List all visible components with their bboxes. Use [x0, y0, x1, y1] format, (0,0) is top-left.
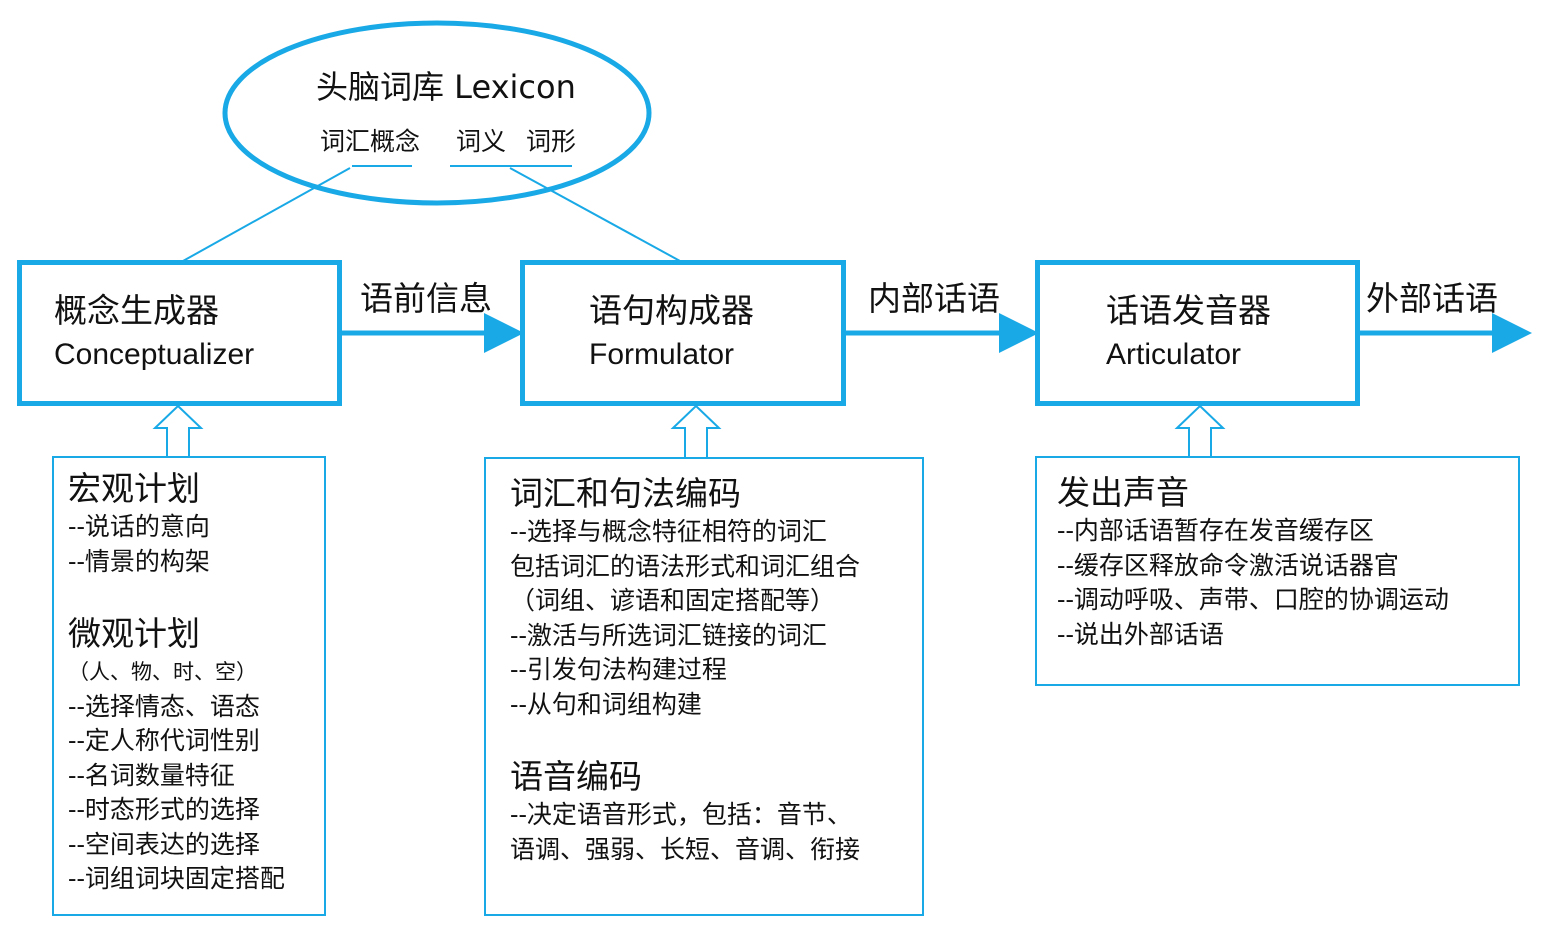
articulator-box: 话语发音器 Articulator [1035, 260, 1360, 406]
hollow-up-arrow-articulator [1174, 404, 1226, 456]
stage-zh-label: 概念生成器 [54, 291, 219, 330]
detail-line: --时态形式的选择 [68, 795, 260, 824]
lexicon-item-form: 词形 [526, 127, 577, 156]
lexicon-to-formulator-line [509, 167, 681, 262]
stage-zh-label: 话语发音器 [1106, 291, 1271, 330]
hollow-up-arrow-conceptualizer [152, 404, 204, 456]
conceptualizer-detail-box: 宏观计划 --说话的意向 --情景的构架 微观计划 （人、物、时、空） --选择… [52, 456, 326, 916]
phonological-encoding-heading: 语音编码 [510, 757, 642, 796]
detail-line: --内部话语暂存在发音缓存区 [1057, 516, 1374, 545]
detail-line: --说话的意向 [68, 512, 210, 541]
detail-line: --词组词块固定搭配 [68, 864, 285, 893]
detail-line: --定人称代词性别 [68, 726, 260, 755]
detail-line: --情景的构架 [68, 546, 210, 576]
micro-planning-heading: 微观计划 [68, 614, 200, 653]
sound-production-heading: 发出声音 [1057, 473, 1189, 512]
lexicon-title: 头脑词库 Lexicon [316, 68, 576, 106]
detail-line: （词组、谚语和固定搭配等） [510, 586, 836, 615]
stage-en-label: Conceptualizer [54, 338, 255, 371]
detail-line: 语调、强弱、长短、音调、衔接 [510, 834, 861, 864]
detail-line: --名词数量特征 [68, 760, 235, 790]
stage-en-label: Articulator [1106, 338, 1242, 371]
formulator-box: 语句构成器 Formulator [520, 260, 846, 406]
lexicon-to-conceptualizer-line [182, 167, 351, 262]
detail-line: --激活与所选词汇链接的词汇 [510, 620, 827, 650]
lexicon-item-concept: 词汇概念 [320, 127, 421, 156]
lexicon-item-meaning: 词义 [456, 127, 507, 156]
detail-line: --决定语音形式，包括：音节、 [510, 800, 852, 829]
stage-en-label: Formulator [589, 338, 735, 371]
detail-line: （人、物、时、空） [68, 660, 257, 684]
detail-line: --引发句法构建过程 [510, 655, 727, 684]
lexicon-ellipse [222, 20, 652, 206]
conceptualizer-box: 概念生成器 Conceptualizer [17, 260, 342, 406]
detail-line: --空间表达的选择 [68, 829, 260, 859]
detail-line: --说出外部话语 [1057, 619, 1224, 649]
flow-label-preverbal-message: 语前信息 [360, 279, 492, 318]
detail-line: --选择情态、语态 [68, 691, 260, 721]
lexical-syntactic-encoding-heading: 词汇和句法编码 [510, 474, 741, 513]
flow-label-overt-speech: 外部话语 [1366, 279, 1498, 318]
detail-line: 包括词汇的语法形式和词汇组合 [510, 551, 861, 581]
articulator-detail-box: 发出声音 --内部话语暂存在发音缓存区 --缓存区释放命令激活说话器官 --调动… [1035, 456, 1520, 686]
formulator-detail-box: 词汇和句法编码 --选择与概念特征相符的词汇 包括词汇的语法形式和词汇组合 （词… [484, 457, 924, 916]
detail-line: --从句和词组构建 [510, 689, 702, 719]
detail-line: --调动呼吸、声带、口腔的协调运动 [1057, 585, 1449, 614]
hollow-up-arrow-formulator [670, 404, 722, 457]
detail-line: --缓存区释放命令激活说话器官 [1057, 550, 1399, 580]
detail-line: --选择与概念特征相符的词汇 [510, 517, 827, 546]
macro-planning-heading: 宏观计划 [68, 469, 200, 508]
flow-label-internal-speech: 内部话语 [868, 279, 1000, 318]
stage-zh-label: 语句构成器 [589, 291, 754, 330]
